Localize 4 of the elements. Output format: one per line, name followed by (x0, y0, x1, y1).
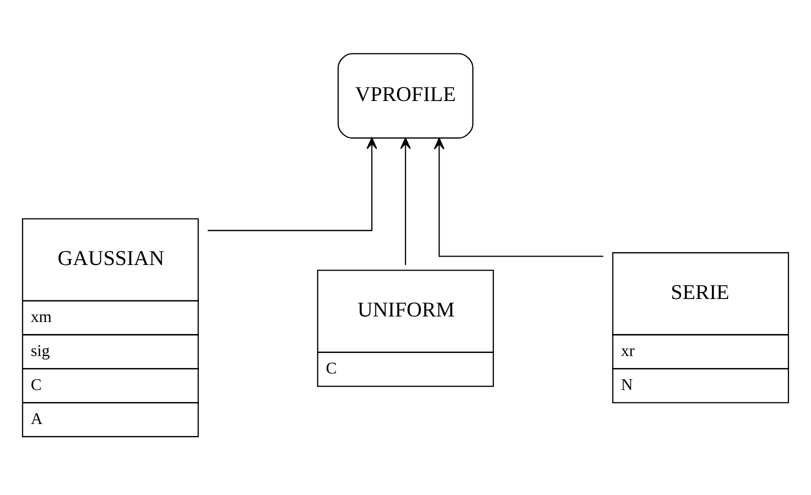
arrow (208, 138, 378, 232)
node-box: VPROFILE (338, 53, 474, 139)
arrow (400, 138, 411, 265)
arrow (434, 138, 604, 257)
